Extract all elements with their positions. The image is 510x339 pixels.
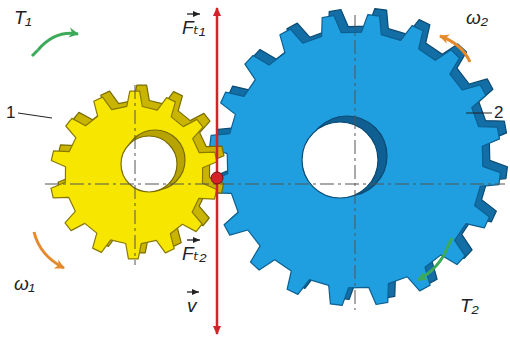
force-label: Fₜ₂ bbox=[182, 244, 206, 263]
torque-label: T₁ bbox=[14, 8, 32, 27]
part-number: 1 bbox=[6, 104, 15, 121]
part-number: 2 bbox=[494, 104, 503, 121]
angular-velocity-label: ω₂ bbox=[466, 8, 488, 27]
torque-label: T₂ bbox=[460, 296, 479, 315]
velocity-label: v bbox=[187, 296, 197, 315]
gear-front-face bbox=[51, 91, 217, 259]
force-label: Fₜ₁ bbox=[182, 18, 205, 37]
angular-velocity-label: ω₁ bbox=[14, 274, 35, 293]
gear-bore bbox=[302, 122, 378, 198]
